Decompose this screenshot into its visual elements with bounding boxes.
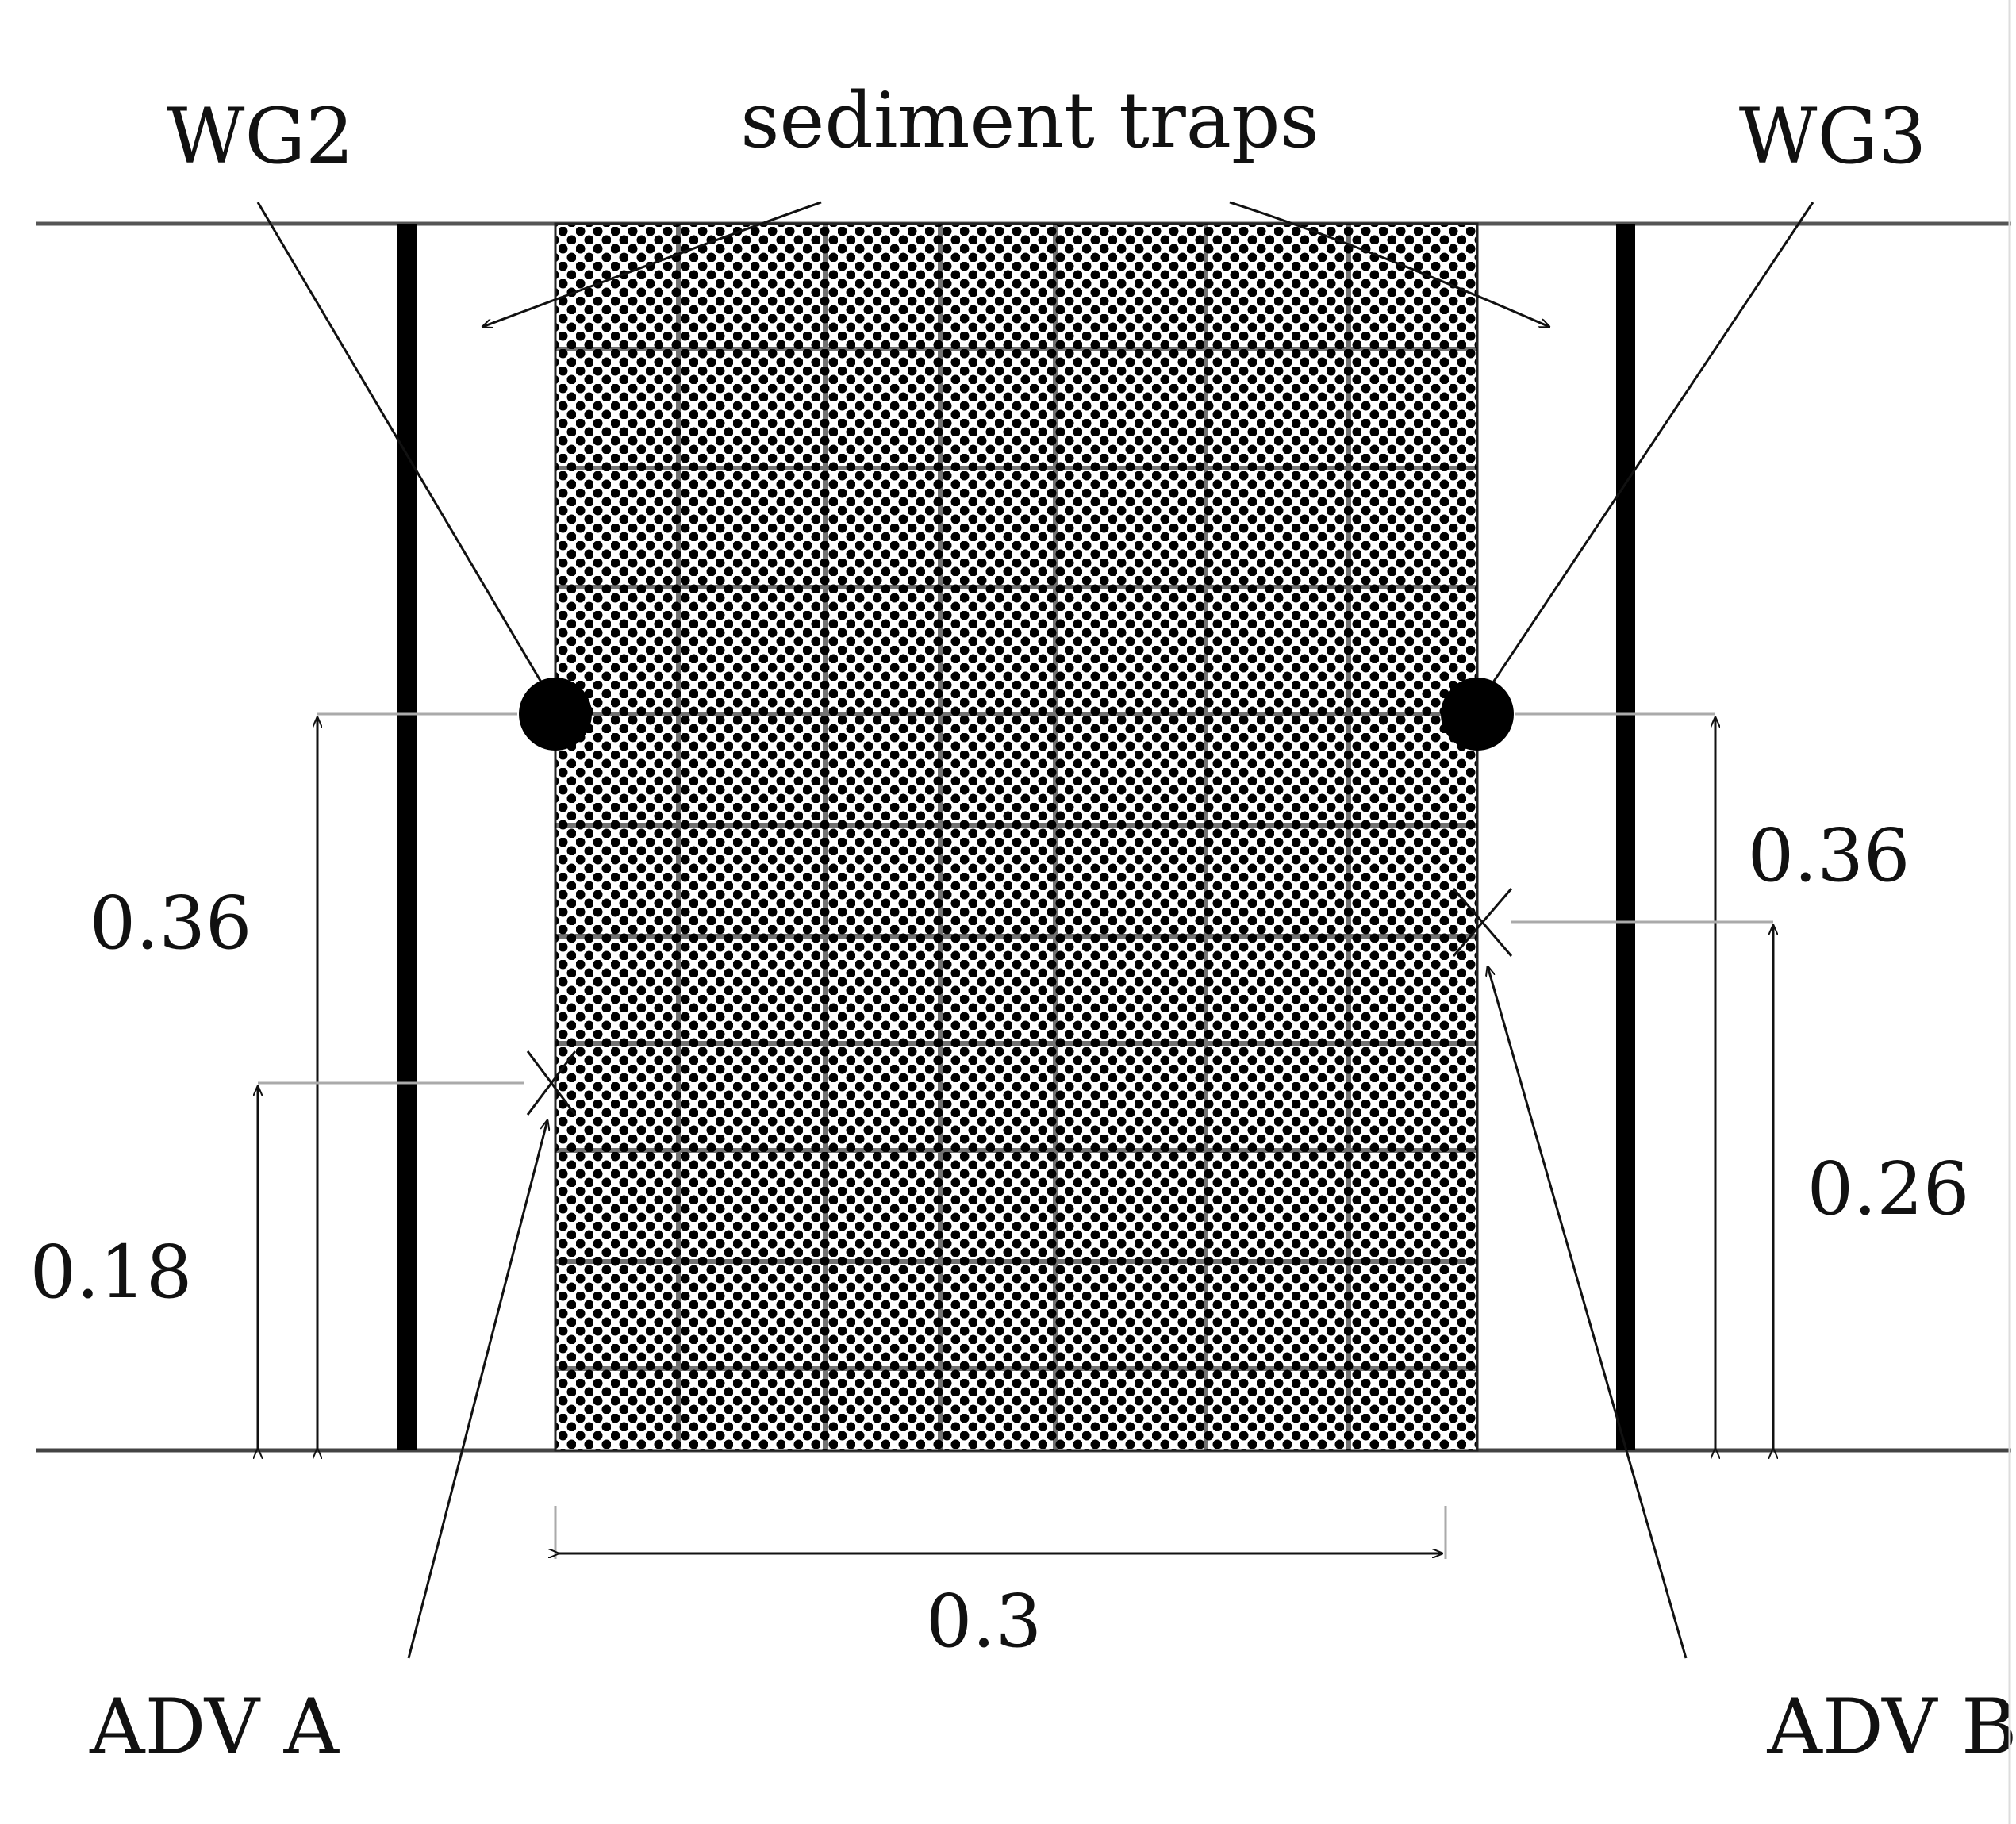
sediment-traps-label: sediment traps bbox=[740, 76, 1319, 165]
wg3-label: WG3 bbox=[1739, 92, 1926, 181]
adv-b-height-label: 0.26 bbox=[1807, 1146, 1970, 1231]
wg3-gauge-dot bbox=[1441, 678, 1514, 751]
right-trap-arrow bbox=[1229, 201, 1549, 327]
left-trap-arrow bbox=[482, 201, 822, 327]
adv-a-leader bbox=[407, 1120, 547, 1659]
adv-a-height-label: 0.18 bbox=[30, 1230, 193, 1315]
wg2-height-label: 0.36 bbox=[90, 881, 252, 966]
sediment-trap-patch bbox=[554, 222, 1479, 1452]
trap-width-label: 0.3 bbox=[926, 1579, 1042, 1664]
wg2-gauge-dot bbox=[519, 678, 592, 751]
wg2-label: WG2 bbox=[167, 92, 354, 181]
adv-b-label: ADV B bbox=[1767, 1683, 2016, 1772]
wg2-leader bbox=[256, 202, 557, 707]
right-post bbox=[1616, 224, 1635, 1450]
wg3-leader bbox=[1476, 202, 1814, 707]
adv-a-cross-icon bbox=[526, 1050, 577, 1116]
left-post bbox=[397, 224, 417, 1450]
adv-a-label: ADV A bbox=[89, 1683, 340, 1772]
adv-b-leader bbox=[1488, 966, 1688, 1659]
adv-b-cross-icon bbox=[1452, 888, 1513, 957]
wg3-height-label: 0.36 bbox=[1748, 813, 1910, 898]
